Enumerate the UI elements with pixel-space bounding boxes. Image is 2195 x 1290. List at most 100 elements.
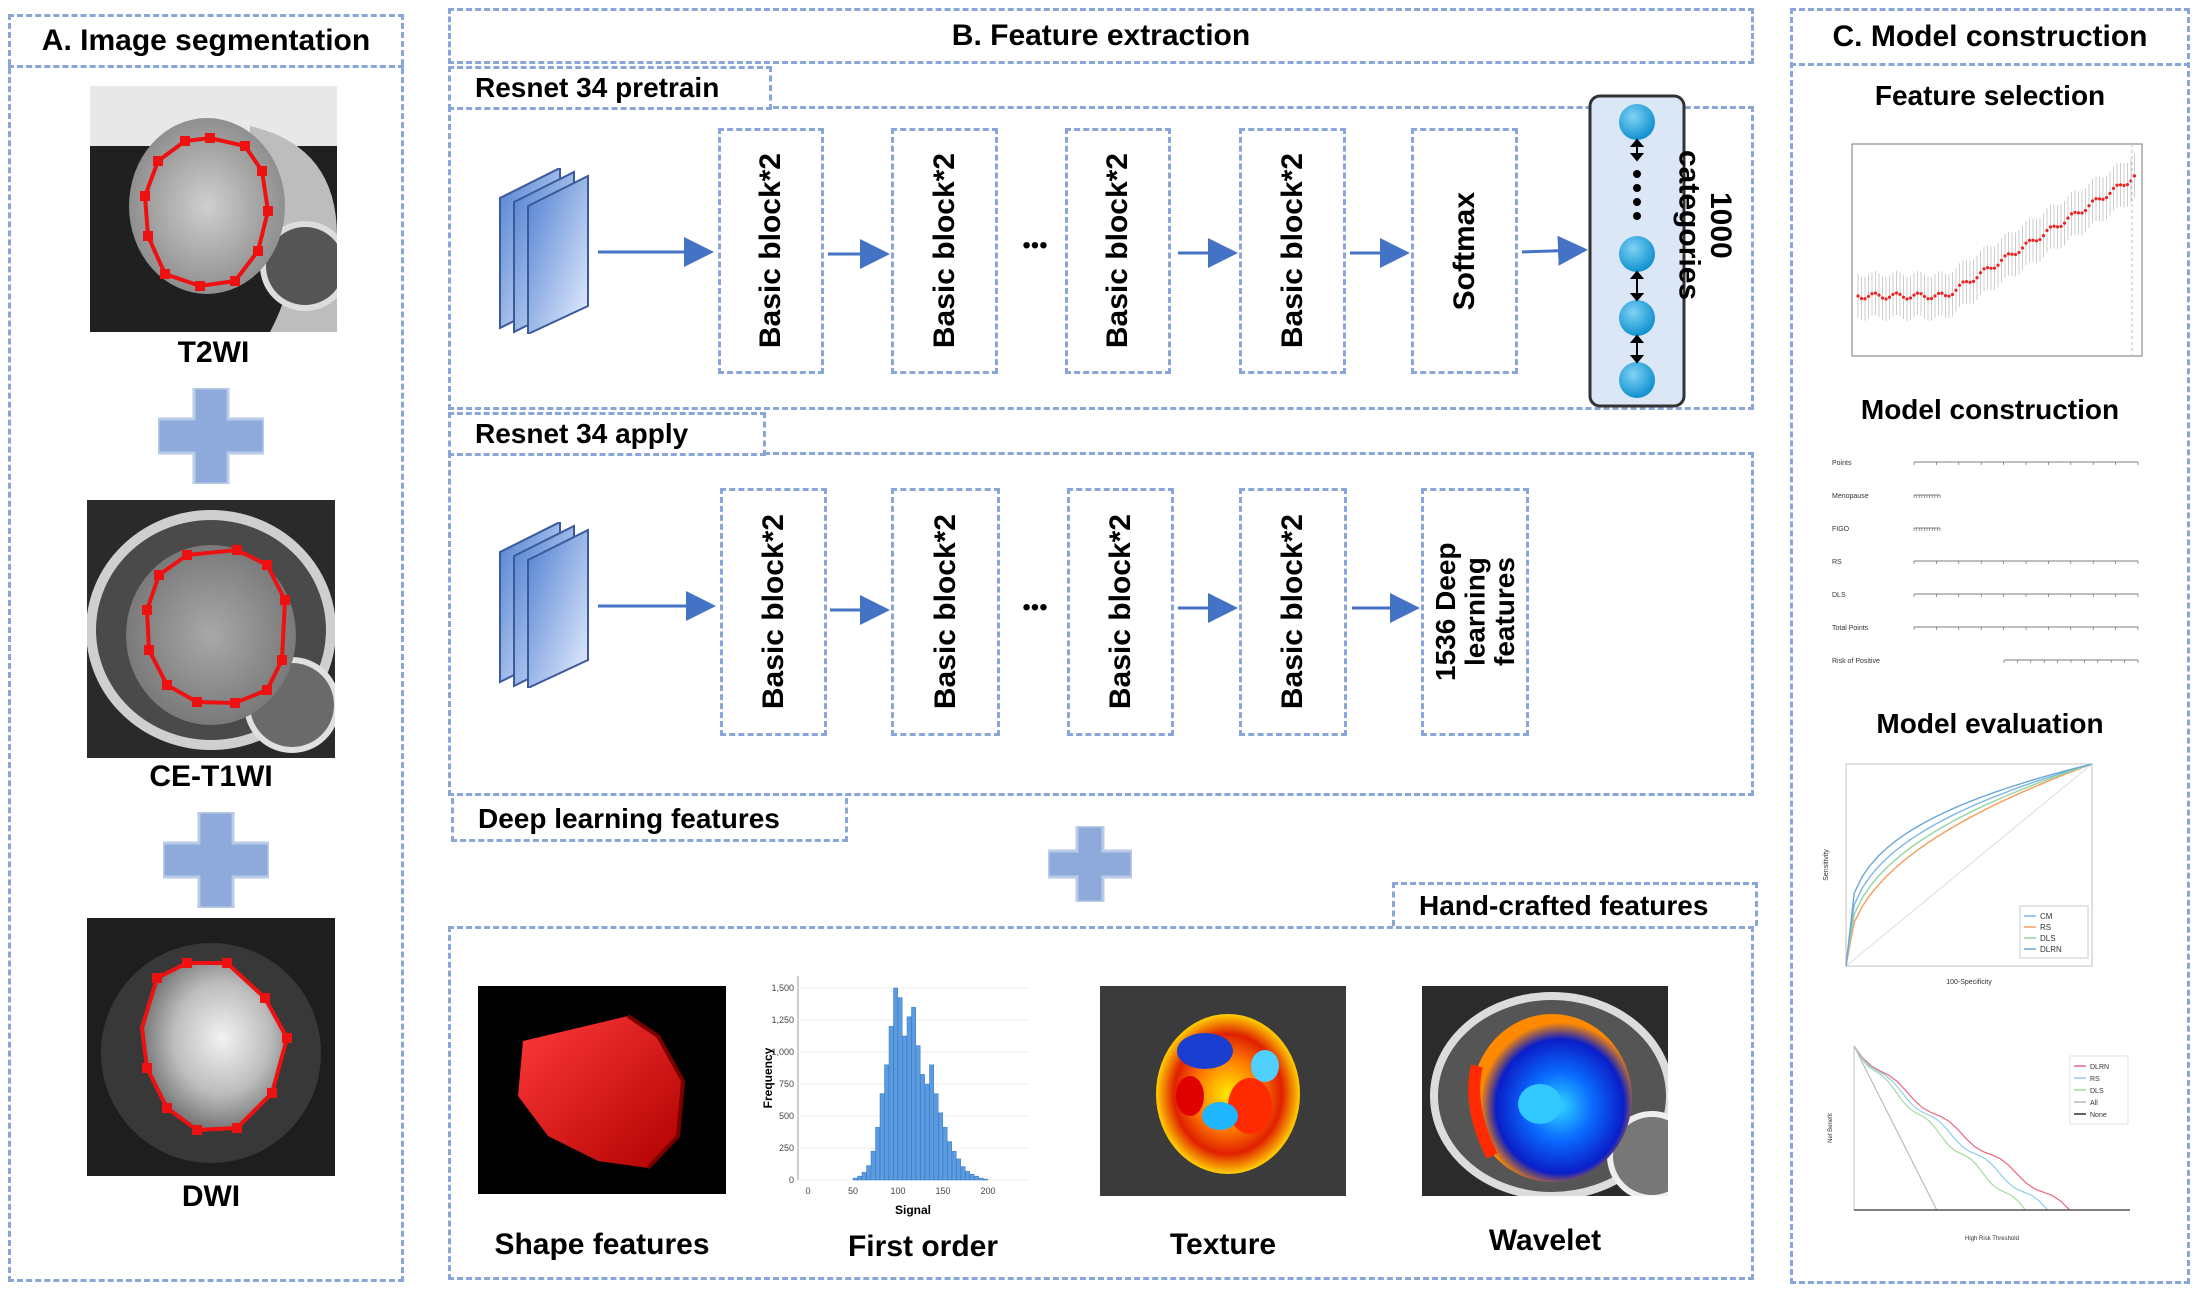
wavelet-label: Wavelet — [1488, 1224, 1602, 1257]
hist-bar — [969, 1173, 975, 1181]
fs-point — [2052, 224, 2056, 228]
apply-block-1: Basic block*2 — [720, 488, 827, 736]
hist-xtick: 200 — [980, 1186, 995, 1196]
nomogram-row-label: DLS — [1832, 592, 1846, 599]
feature-selection-title: Feature selection — [1874, 80, 2106, 111]
hist-ytick: 0 — [789, 1175, 794, 1185]
roc-series-line — [1845, 763, 2093, 967]
fs-point — [2020, 246, 2025, 250]
hist-bar — [956, 1158, 961, 1181]
dwi-image — [87, 918, 335, 1176]
fs-point — [2027, 238, 2032, 242]
hist-bar — [857, 1175, 862, 1181]
hist-bar — [947, 1141, 952, 1181]
apply-block-4: Basic block*2 — [1239, 488, 1347, 736]
hist-bar — [942, 1126, 948, 1181]
fs-point — [2090, 199, 2095, 203]
hist-bar — [884, 1064, 889, 1181]
apply-block-2: Basic block*2 — [891, 488, 1000, 736]
hist-bar — [902, 1035, 907, 1181]
softmax-block: Softmax — [1411, 128, 1518, 374]
hist-bar — [938, 1112, 943, 1181]
hist-bar — [951, 1150, 957, 1181]
panel-c-title: C. Model construction — [1790, 10, 2190, 66]
hist-bar — [974, 1175, 979, 1181]
dca-ylabel: Net Benefit — [1828, 1113, 1834, 1143]
ce-t1wi-label: CE-T1WI — [149, 760, 273, 793]
fs-point — [1957, 283, 1962, 287]
fs-point — [2087, 204, 2091, 208]
hist-bar — [893, 987, 898, 1181]
hist-xtick: 100 — [890, 1186, 905, 1196]
nomogram-row-label: Menopause — [1832, 493, 1869, 500]
fs-point — [1891, 292, 1895, 296]
hist-bar — [920, 1074, 925, 1181]
hist-bar — [866, 1165, 871, 1181]
fs-point — [1905, 297, 1909, 301]
hist-bar — [879, 1093, 885, 1181]
pretrain-title: Resnet 34 pretrain — [448, 66, 772, 110]
fs-point — [2017, 250, 2021, 255]
fs-point — [1929, 296, 1934, 301]
fs-point — [1912, 293, 1916, 297]
feature-selection-plot — [1832, 126, 2154, 386]
fs-point — [2031, 238, 2035, 242]
hist-bar — [861, 1172, 867, 1181]
fs-point — [1971, 279, 1976, 283]
fs-point — [1933, 294, 1937, 298]
fs-point — [1866, 294, 1871, 299]
nomogram-row-label: Points — [1832, 460, 1852, 467]
fs-point — [1982, 267, 1986, 271]
category-nodes — [1588, 94, 1686, 408]
nomogram-row-label: Total Points — [1832, 625, 1869, 632]
fs-point — [1950, 292, 1955, 297]
dca-xlabel: High Risk Threshold — [1965, 1236, 2019, 1242]
fs-point — [2083, 208, 2088, 213]
wavelet-image — [1422, 986, 1668, 1196]
fs-point — [2010, 252, 2014, 256]
hist-ytick: 500 — [779, 1111, 794, 1121]
fs-point — [2034, 239, 2039, 243]
fs-point — [1870, 292, 1874, 296]
apply-block-3: Basic block*2 — [1067, 488, 1174, 736]
model-evaluation-title: Model evaluation — [1876, 708, 2104, 739]
fs-point — [2048, 225, 2053, 229]
roc-legend-item: RS — [2040, 923, 2051, 932]
hist-bar — [915, 1045, 921, 1181]
hist-bar — [965, 1171, 970, 1181]
panel-a — [8, 14, 404, 1282]
pretrain-block-2: Basic block*2 — [891, 128, 998, 374]
apply-ellipsis: ••• — [1022, 594, 1048, 621]
fs-point — [1961, 280, 1965, 284]
fs-point — [2132, 174, 2137, 178]
fs-point — [2055, 225, 2060, 229]
fs-point — [1880, 296, 1885, 300]
hist-xtick: 150 — [935, 1186, 950, 1196]
plus-icon — [156, 386, 266, 486]
nomogram-row-label: RS — [1832, 559, 1842, 566]
pretrain-ellipsis: ••• — [1022, 232, 1048, 259]
fs-point — [2006, 252, 2011, 256]
fs-point — [1887, 295, 1892, 299]
fs-point — [2003, 254, 2007, 258]
fs-point — [2059, 224, 2063, 228]
nomogram-row-label: FIGO — [1832, 526, 1850, 533]
fs-point — [1859, 296, 1864, 301]
fs-point — [1978, 271, 1983, 275]
fs-point — [2041, 233, 2046, 238]
fs-point — [2108, 191, 2112, 195]
dca-series-line — [1853, 1045, 2070, 1210]
roc-ylabel: Sensitivity — [1823, 849, 1830, 881]
fs-point — [1863, 297, 1867, 301]
fs-point — [1922, 294, 1927, 299]
fs-point — [2013, 252, 2018, 257]
fs-point — [2076, 211, 2081, 215]
fs-point — [1901, 295, 1906, 299]
panel-b-title: B. Feature extraction — [448, 8, 1754, 64]
fs-point — [1989, 266, 1993, 270]
pretrain-block-3: Basic block*2 — [1065, 128, 1171, 374]
fs-point — [1877, 293, 1881, 297]
plus-icon — [161, 810, 271, 910]
